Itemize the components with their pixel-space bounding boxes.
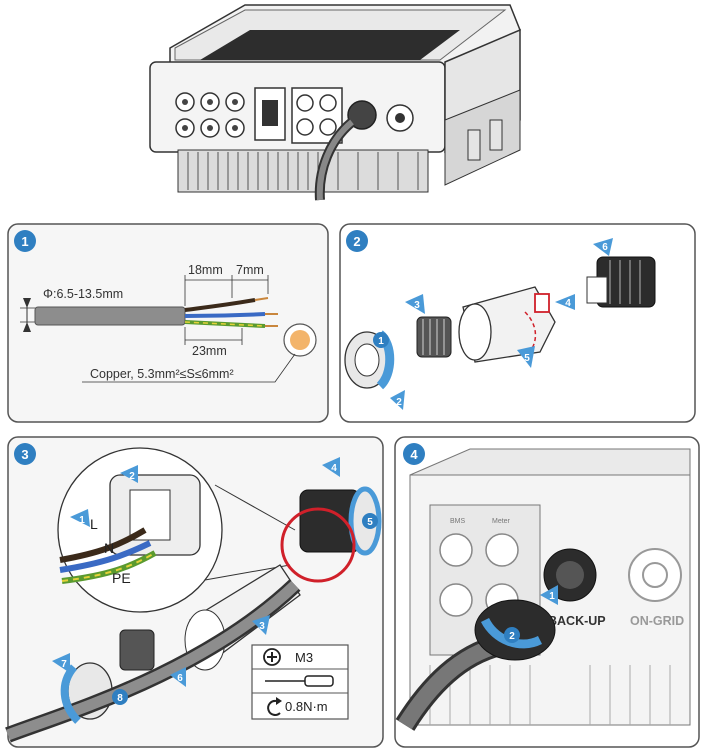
step2-arrow-1: 1	[373, 332, 389, 348]
svg-text:2: 2	[509, 631, 515, 642]
step3-arrow-4: 4	[322, 457, 340, 477]
step-badge-2: 2	[346, 230, 368, 252]
wire-label-n: N	[104, 540, 114, 556]
cable-diameter-label: Φ:6.5-13.5mm	[43, 287, 123, 301]
step3-arrow-5: 5	[362, 513, 378, 529]
svg-text:6: 6	[177, 673, 183, 684]
panel-step-3: 3 L N PE M3 0.	[5, 436, 384, 748]
svg-text:4: 4	[565, 298, 571, 309]
step3-arrow-2: 2	[120, 465, 138, 483]
step2-arrow-5: 5	[517, 346, 535, 368]
wire-label-pe: PE	[112, 570, 131, 586]
copper-conductor-icon	[283, 323, 317, 357]
svg-text:6: 6	[602, 242, 608, 253]
phillips-screw-icon	[263, 648, 281, 666]
step4-arrow-1: 1	[540, 585, 558, 605]
svg-text:7: 7	[61, 659, 67, 670]
svg-text:1: 1	[79, 515, 85, 526]
strip-length-inner-label: 7mm	[236, 263, 264, 277]
step2-arrow-3: 3	[405, 294, 425, 314]
step-badge-3: 3	[14, 443, 36, 465]
conductor-spec-label: Copper, 5.3mm²≤S≤6mm²	[90, 367, 234, 381]
step3-arrow-1: 1	[70, 509, 90, 527]
svg-text:5: 5	[367, 517, 373, 528]
svg-text:3: 3	[414, 300, 420, 311]
step-badge-1: 1	[14, 230, 36, 252]
step-badge-4: 4	[403, 443, 425, 465]
port-label-bms: BMS	[450, 518, 466, 525]
torque-spec-box: M3 0.8N·m	[251, 644, 349, 720]
clockwise-torque-icon	[267, 697, 282, 716]
step2-arrow-6: 6	[593, 238, 613, 256]
svg-text:3: 3	[259, 621, 265, 632]
backup-port-label: BACK-UP	[548, 614, 606, 628]
svg-text:8: 8	[117, 693, 123, 704]
step3-arrow-7: 7	[52, 653, 70, 673]
ongrid-port-label: ON-GRID	[630, 614, 684, 628]
step3-arrow-6: 6	[170, 667, 186, 687]
inverter-overview-illustration	[149, 4, 521, 201]
step-number: 3	[21, 447, 28, 462]
step-number: 1	[21, 234, 28, 249]
svg-text:1: 1	[549, 591, 555, 602]
panel-step-2: 2 1 2 3 4 5 6	[339, 223, 696, 423]
svg-text:1: 1	[378, 336, 384, 347]
step2-arrow-4: 4	[555, 294, 575, 310]
svg-text:5: 5	[524, 353, 530, 364]
svg-text:2: 2	[396, 397, 402, 408]
step2-arrow-2: 2	[390, 390, 405, 410]
step3-arrow-3: 3	[252, 615, 270, 635]
step-number: 2	[353, 234, 360, 249]
torque-label: 0.8N·m	[285, 699, 328, 714]
port-label-meter: Meter	[492, 518, 511, 525]
step3-arrow-8: 8	[112, 689, 128, 705]
svg-text:2: 2	[129, 471, 135, 482]
wire-label-l: L	[90, 516, 98, 532]
panel-step-1: 1 Φ:6.5-13.5mm 18mm 7mm 23mm Copper, 5.3…	[7, 223, 329, 423]
screwdriver-icon	[265, 675, 334, 687]
panel-step-4: 4 BMS Meter BACK-UP ON-GRID 1 2	[394, 436, 700, 748]
step-number: 4	[410, 447, 418, 462]
screw-size-label: M3	[295, 650, 313, 665]
sheath-length-label: 23mm	[192, 344, 227, 358]
step4-arrow-2: 2	[504, 627, 520, 643]
svg-text:4: 4	[331, 463, 337, 474]
strip-length-outer-label: 18mm	[188, 263, 223, 277]
